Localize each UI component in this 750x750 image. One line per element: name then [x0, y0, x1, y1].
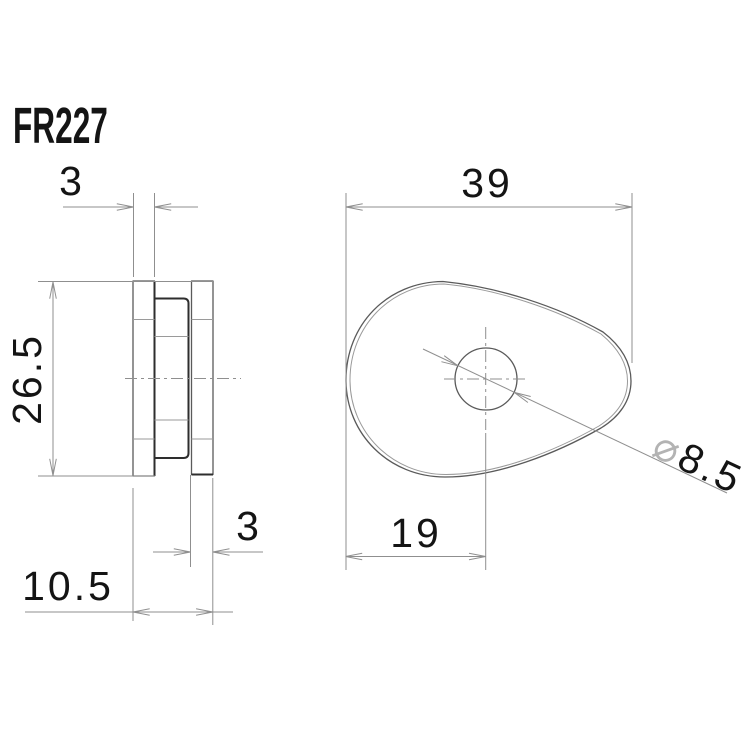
arrowhead	[116, 203, 134, 211]
arrowhead	[345, 203, 363, 211]
dim-overall-depth-label: 10.5	[22, 563, 114, 609]
arrowhead	[212, 548, 230, 556]
extension-line	[133, 193, 155, 277]
dim-hole-diameter-label: ⌀8.5	[646, 422, 750, 504]
dim-plate-thickness: 3	[153, 475, 263, 625]
dim-hole-offset-label: 19	[390, 510, 442, 556]
extension-line	[345, 193, 633, 570]
extension-line	[190, 475, 214, 625]
side-middle-body-outline	[153, 297, 190, 459]
side-plate-step-lines	[191, 319, 213, 440]
dim-flange-thickness: 3	[59, 158, 198, 277]
arrowhead	[132, 608, 150, 616]
teardrop-outer-outline	[345, 280, 632, 478]
dim-hole-diameter: ⌀8.5	[422, 348, 750, 504]
arrowhead	[154, 203, 172, 211]
dim-overall-width: 39	[345, 160, 633, 570]
arrowhead	[345, 552, 363, 561]
front-view	[345, 280, 632, 478]
leader-line	[422, 348, 728, 494]
arrowhead	[615, 203, 633, 211]
arrowhead	[441, 355, 459, 367]
arrowhead	[173, 548, 191, 556]
dim-overall-height-label: 26.5	[4, 333, 50, 425]
side-view	[125, 280, 241, 477]
dim-overall-height: 26.5	[4, 281, 213, 477]
arrowhead	[49, 281, 57, 299]
side-body-step-lines	[154, 336, 189, 421]
arrowhead	[468, 552, 486, 561]
arrowhead	[513, 391, 531, 403]
side-flange-step-lines	[133, 319, 155, 440]
dim-plate-thickness-label: 3	[236, 503, 262, 549]
arrowhead	[49, 458, 57, 476]
dim-flange-thickness-label: 3	[59, 158, 85, 204]
part-number-label: FR227	[13, 97, 108, 153]
teardrop-inner-outline	[349, 283, 629, 476]
extension-line	[38, 281, 213, 477]
dim-hole-offset: 19	[345, 433, 487, 570]
arrowhead	[196, 608, 213, 616]
dim-overall-width-label: 39	[461, 160, 513, 206]
side-right-plate-outline	[190, 280, 214, 476]
dim-overall-depth: 10.5	[22, 488, 233, 621]
